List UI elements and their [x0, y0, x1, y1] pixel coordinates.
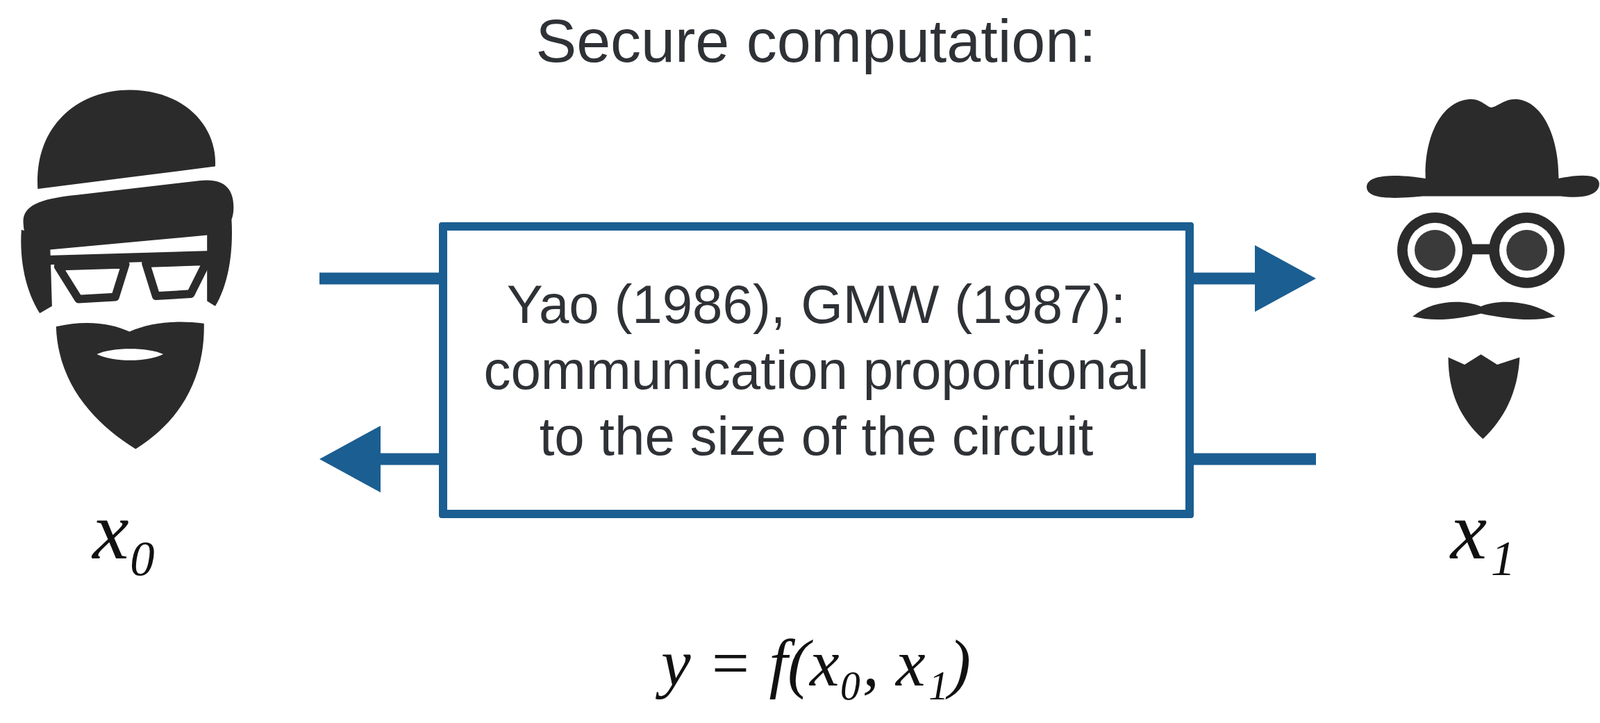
- party-figure: x₁: [1315, 97, 1600, 587]
- formula-label: y = f(x₀, x₁): [661, 626, 971, 700]
- arrow-line: [1193, 453, 1316, 466]
- arrow-line: [1193, 272, 1255, 285]
- person-icon: [20, 89, 234, 449]
- party-input: x₀: [15, 486, 235, 577]
- box-text: Yao (1986), GMW (1987): communication pr…: [468, 271, 1165, 470]
- party-input: x₁: [1366, 486, 1600, 577]
- diagram-title: Secure computation:: [535, 4, 1096, 78]
- person-icon: [1366, 99, 1600, 439]
- message-arrow: [380, 459, 439, 460]
- message-arrow: [1193, 459, 1316, 460]
- message-arrow: [1193, 278, 1255, 280]
- protocol-box: Yao (1986), GMW (1987): communication pr…: [438, 222, 1194, 519]
- arrow-line: [319, 272, 439, 285]
- party-figure: x₀: [15, 86, 320, 587]
- arrow-line: [380, 453, 439, 466]
- message-arrow: [319, 278, 439, 280]
